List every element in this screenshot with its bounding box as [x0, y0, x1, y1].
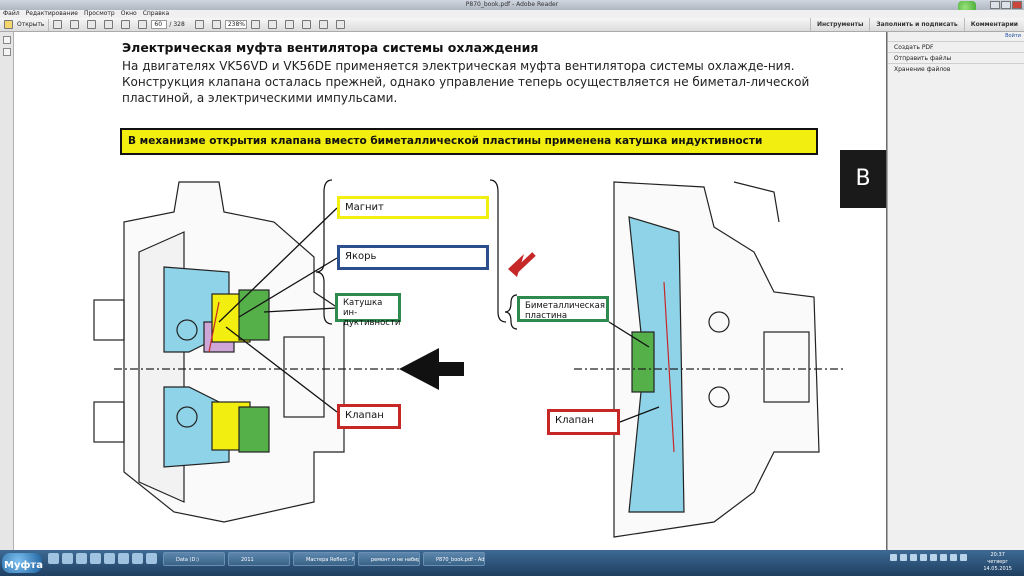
section-tab: B	[840, 150, 886, 208]
expand-icon[interactable]	[335, 20, 345, 29]
minimize-icon[interactable]	[990, 1, 1000, 9]
menu-bar: Файл Редактирование Просмотр Окно Справк…	[0, 10, 1024, 18]
quicklaunch-icon-5[interactable]	[104, 553, 115, 564]
label-bimetal: Биметаллическая пластина	[517, 296, 609, 322]
task-data-drive[interactable]: Data (D:)	[163, 552, 225, 566]
menu-help[interactable]: Справка	[142, 10, 170, 17]
bookmarks-icon[interactable]	[3, 48, 11, 56]
tray-icon-8[interactable]	[960, 554, 967, 561]
sign-in-link[interactable]: Войти	[1005, 33, 1021, 39]
watermark-text: Муфта	[4, 560, 43, 571]
quicklaunch-icon-1[interactable]	[48, 553, 59, 564]
clock-date: 14.05.2015	[983, 566, 1012, 572]
clock[interactable]: 20:37 четверг 14.05.2015	[983, 552, 1012, 573]
task-macrium[interactable]: Мастера Reflect - Fo...	[293, 552, 355, 566]
zoom-in-icon[interactable]	[211, 20, 221, 29]
menu-window[interactable]: Окно	[120, 10, 137, 17]
fit-page-icon[interactable]	[250, 20, 260, 29]
window-title: P870_book.pdf - Adobe Reader	[0, 0, 1024, 10]
clock-time: 20:37	[990, 552, 1005, 558]
navigation-rail	[0, 32, 14, 550]
clock-day: четверг	[987, 559, 1009, 565]
document-page: Электрическая муфта вентилятора системы …	[14, 32, 886, 550]
label-valve-left: Клапан	[337, 404, 401, 429]
page-title: Электрическая муфта вентилятора системы …	[122, 40, 539, 55]
taskbar: Муфта Data (D:) 2011 Мастера Reflect - F…	[0, 550, 1024, 576]
tab-comments[interactable]: Комментарии	[963, 18, 1024, 31]
tray-icon-1[interactable]	[890, 554, 897, 561]
tray-icon-5[interactable]	[930, 554, 937, 561]
menu-file[interactable]: Файл	[3, 10, 20, 17]
quicklaunch-icon-3[interactable]	[76, 553, 87, 564]
quicklaunch-icon-7[interactable]	[132, 553, 143, 564]
sign-icon[interactable]	[318, 20, 328, 29]
menu-view[interactable]: Просмотр	[83, 10, 115, 17]
fit-width-icon[interactable]	[267, 20, 277, 29]
tray-icon-7[interactable]	[950, 554, 957, 561]
save-icon[interactable]	[70, 20, 80, 29]
tray-icon-2[interactable]	[900, 554, 907, 561]
highlight-banner: В механизме открытия клапана вместо биме…	[120, 128, 818, 155]
window-controls	[990, 1, 1022, 9]
tray-icon-3[interactable]	[910, 554, 917, 561]
tab-tools[interactable]: Инструменты	[809, 18, 869, 31]
panel-section-create-pdf[interactable]: Создать PDF	[888, 41, 1024, 52]
arrow-down-icon[interactable]	[138, 20, 148, 29]
quicklaunch-icon-8[interactable]	[146, 553, 157, 564]
folder-icon	[4, 20, 13, 29]
quicklaunch-icon-6[interactable]	[118, 553, 129, 564]
quicklaunch-icon-4[interactable]	[90, 553, 101, 564]
page-total: / 328	[169, 21, 185, 28]
maximize-icon[interactable]	[1001, 1, 1011, 9]
label-magnet: Магнит	[337, 196, 489, 219]
panel-section-send-files[interactable]: Отправить файлы	[888, 52, 1024, 63]
tab-fill-sign[interactable]: Заполнить и подписать	[869, 18, 963, 31]
fan-clutch-diagram	[93, 179, 844, 538]
tools-panel: Войти Создать PDF Отправить файлы Хранен…	[887, 32, 1024, 550]
pages-icon[interactable]	[3, 36, 11, 44]
email-icon[interactable]	[104, 20, 114, 29]
zoom-select[interactable]: 238%	[224, 20, 247, 29]
page-number-input[interactable]: 60	[151, 20, 168, 29]
zoom-out-icon[interactable]	[194, 20, 204, 29]
tray-icon-6[interactable]	[940, 554, 947, 561]
intro-paragraph: На двигателях VK56VD и VK56DE применяетс…	[122, 59, 810, 105]
print-icon[interactable]	[87, 20, 97, 29]
toolbar-right-tabs: Инструменты Заполнить и подписать Коммен…	[809, 18, 1024, 31]
arrow-up-icon[interactable]	[121, 20, 131, 29]
label-valve-right: Клапан	[547, 409, 620, 435]
tray-icon-4[interactable]	[920, 554, 927, 561]
open-button[interactable]: Открыть	[0, 18, 50, 31]
menu-edit[interactable]: Редактирование	[25, 10, 78, 17]
task-browser[interactable]: ремонт и не набирает...	[358, 552, 420, 566]
label-coil: Катушка ин- дуктивности	[335, 293, 401, 328]
task-pdf-reader[interactable]: P870_book.pdf - Ad...	[423, 552, 485, 566]
task-2011[interactable]: 2011	[228, 552, 290, 566]
start-button[interactable]	[2, 553, 42, 573]
quicklaunch-icon-2[interactable]	[62, 553, 73, 564]
comment-icon[interactable]	[284, 20, 294, 29]
toolbar: Открыть 60 / 328 238% Инструменты Заполн…	[0, 18, 1024, 32]
label-armature: Якорь	[337, 245, 489, 270]
open-label: Открыть	[17, 21, 45, 28]
panel-section-store-files[interactable]: Хранение файлов	[888, 63, 1024, 74]
highlight-icon[interactable]	[301, 20, 311, 29]
close-icon[interactable]	[1012, 1, 1022, 9]
pdf-icon[interactable]	[53, 20, 63, 29]
